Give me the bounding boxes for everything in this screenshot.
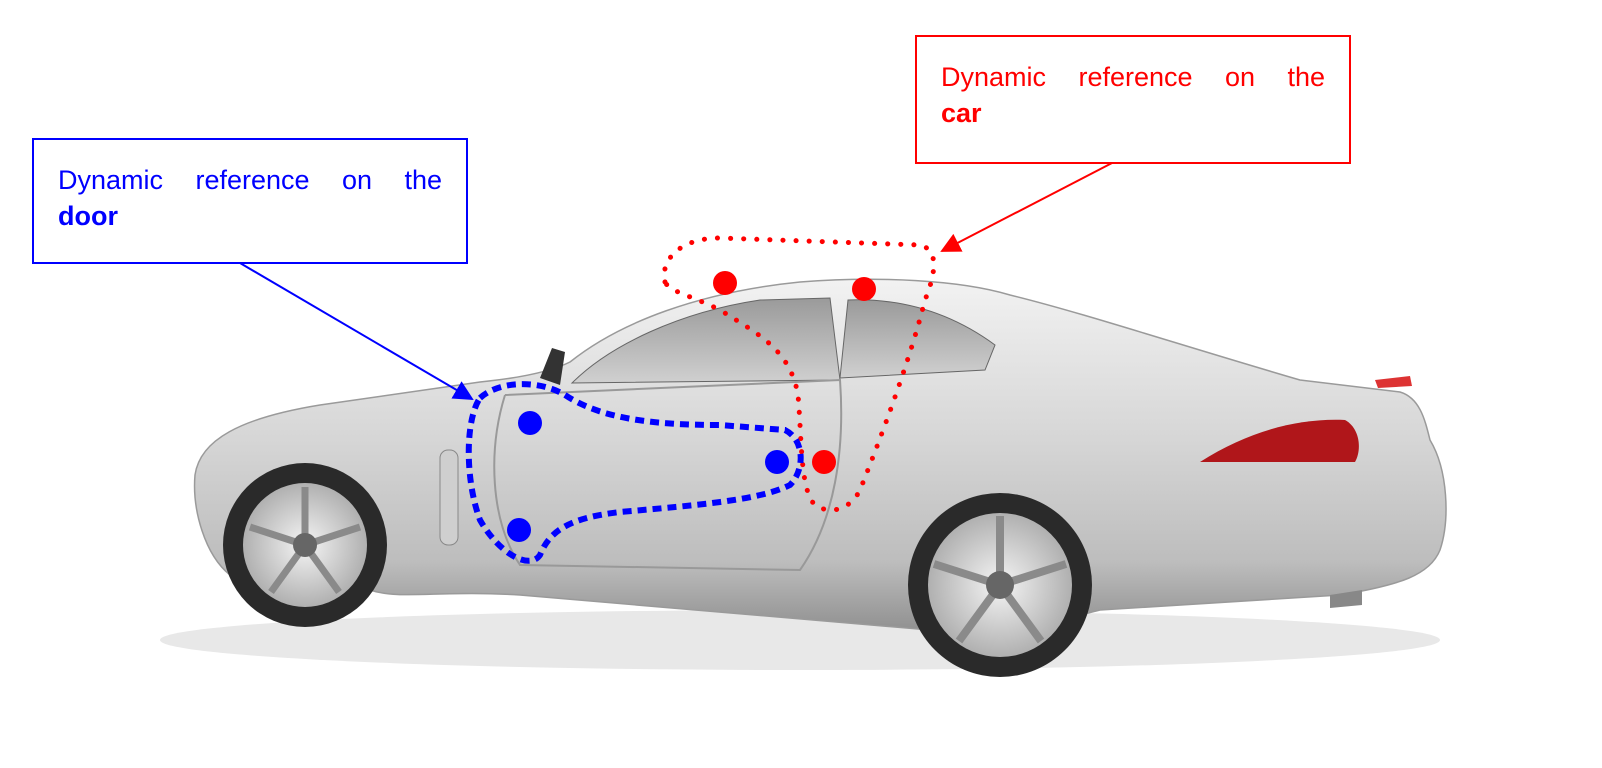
front-wheel xyxy=(223,463,387,627)
car-reference-point xyxy=(812,450,836,474)
car-callout-line2: car xyxy=(941,98,982,128)
door-callout-line2: door xyxy=(58,201,118,231)
car-reference-point xyxy=(713,271,737,295)
car-reference-point xyxy=(852,277,876,301)
door-reference-point xyxy=(507,518,531,542)
car-reference-outline xyxy=(661,235,937,513)
door-callout-arrow xyxy=(239,262,474,401)
side-vent xyxy=(439,449,459,546)
exhaust xyxy=(1330,590,1362,608)
car-callout-line1: Dynamic reference on the xyxy=(941,62,1325,92)
mirror xyxy=(540,348,565,385)
front-window xyxy=(570,297,841,384)
door-reference-callout: Dynamic reference on the door xyxy=(32,138,468,264)
car-shadow xyxy=(160,610,1440,670)
rear-window xyxy=(839,299,996,379)
spoiler-light xyxy=(1375,376,1412,388)
door-callout-line1: Dynamic reference on the xyxy=(58,165,442,195)
door-reference-point xyxy=(518,411,542,435)
car-reference-callout: Dynamic reference on the car xyxy=(915,35,1351,164)
rear-wheel xyxy=(908,493,1092,677)
door-line xyxy=(493,378,843,572)
tail-light xyxy=(1200,419,1359,462)
door-reference-point xyxy=(765,450,789,474)
car-callout-arrow xyxy=(940,162,1113,252)
